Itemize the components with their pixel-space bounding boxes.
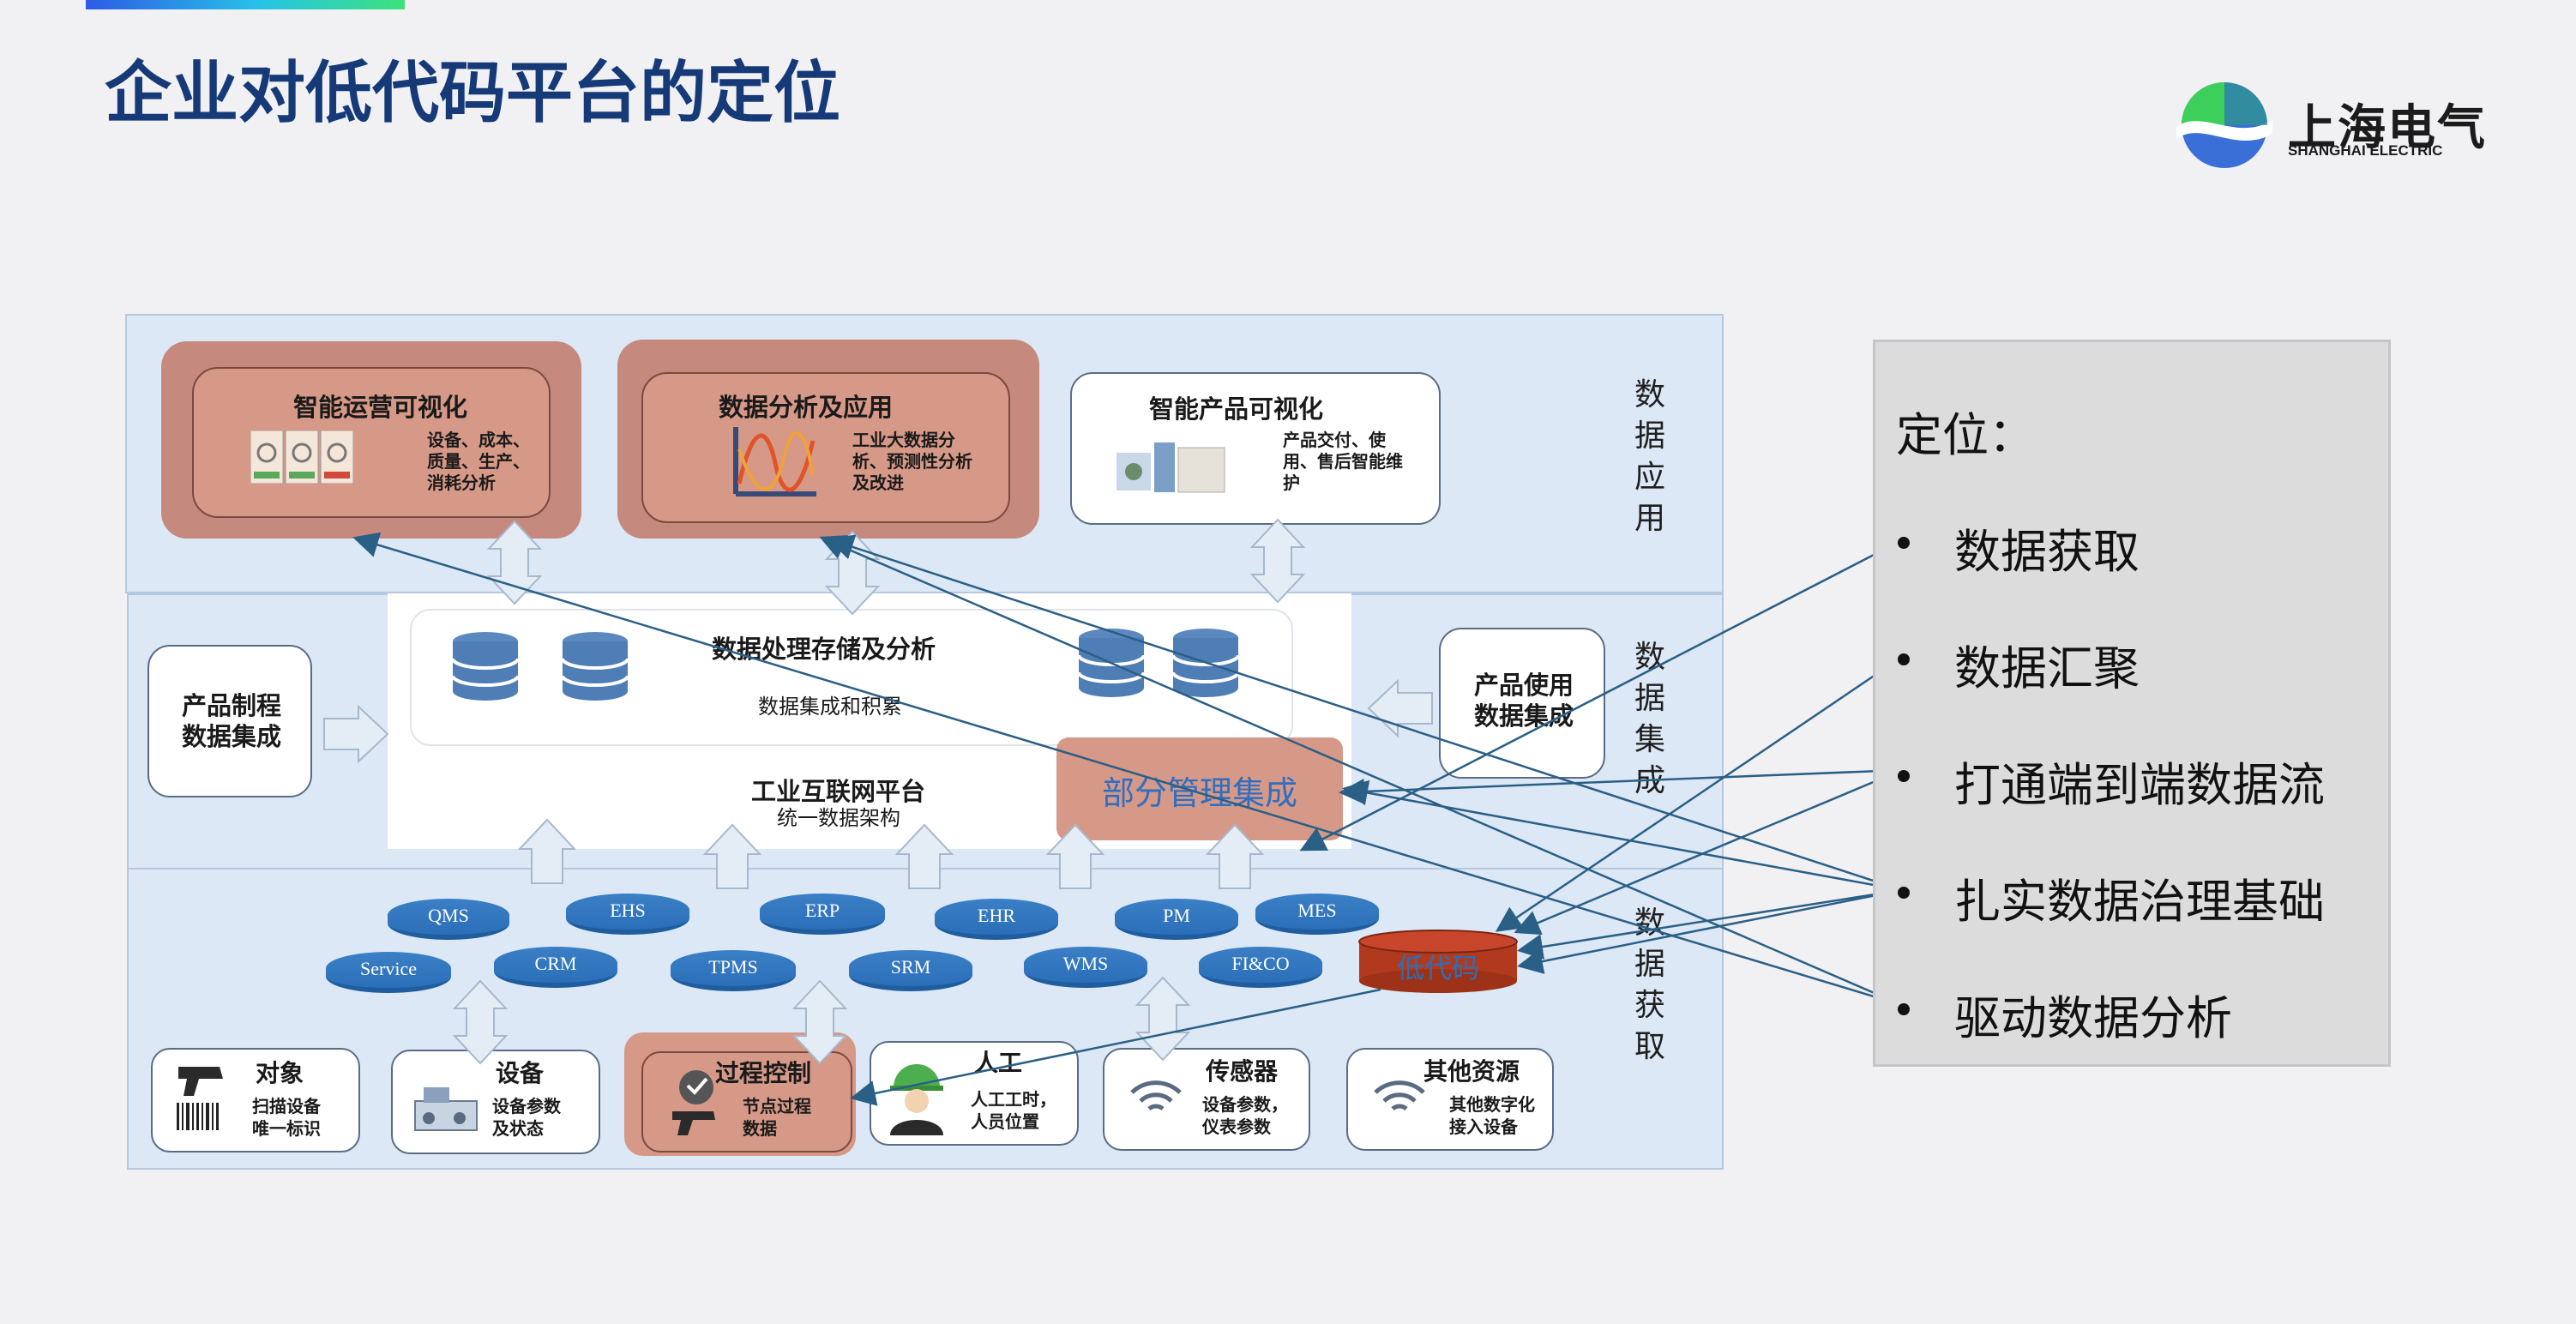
- layer-label-integration: 数据集成: [1634, 640, 1665, 797]
- system-erp: ERP: [760, 894, 885, 935]
- database-icon: [451, 632, 520, 701]
- database-icon: [1077, 629, 1146, 697]
- app-analysis-title: 数据分析及应用: [719, 394, 894, 422]
- source-equipment-desc-1: 设备参数: [492, 1098, 561, 1116]
- barcode-icon: [177, 1103, 219, 1130]
- source-process-control: [641, 1051, 852, 1152]
- system-ehs: EHS: [566, 894, 689, 935]
- bullet-icon: [1898, 887, 1910, 899]
- bullet-icon: [1898, 653, 1910, 665]
- source-process-control-desc-2: 数据: [743, 1120, 777, 1139]
- source-other-desc-1: 其他数字化: [1449, 1096, 1535, 1115]
- app-ops-desc: 设备、成本、质量、生产、消耗分析: [427, 431, 530, 493]
- source-sensor-desc-1: 设备参数，: [1202, 1096, 1288, 1115]
- source-other-desc-2: 接入设备: [1449, 1118, 1518, 1137]
- logo-icon: [2176, 82, 2272, 168]
- source-sensor-desc-2: 仪表参数: [1202, 1118, 1271, 1137]
- source-equipment-title: 设备: [496, 1061, 545, 1087]
- system-tpms: TPMS: [671, 950, 796, 991]
- accent-bar: [86, 0, 405, 9]
- iiot-platform-subtitle: 统一数据架构: [777, 808, 900, 830]
- product-photo-icon: [1116, 442, 1225, 493]
- source-object-desc-2: 唯一标识: [252, 1120, 321, 1139]
- partial-management-label: 部分管理集成: [1101, 776, 1297, 812]
- database-icon: [561, 632, 629, 701]
- system-mes: MES: [1255, 894, 1379, 935]
- app-ops-visualization: 智能运营可视化 设备、成本、质量、生产、消耗分析: [161, 341, 581, 539]
- brand-logo: 上海电气 SHANGHAI ELECTRIC: [2176, 82, 2485, 168]
- bullet-icon: [1898, 537, 1910, 549]
- storage-title: 数据处理存储及分析: [712, 636, 936, 664]
- chart-wave-icon: [733, 427, 816, 496]
- side-box-usage-label: 产品使用数据集成: [1473, 672, 1574, 731]
- app-product-title: 智能产品可视化: [1149, 396, 1324, 424]
- layer-label-acquisition: 数据获取: [1634, 906, 1665, 1063]
- system-service: Service: [326, 952, 451, 993]
- storage-subtitle: 数据集成和积累: [758, 696, 902, 719]
- worker-icon: [890, 1064, 943, 1135]
- machine-icon: [414, 1087, 478, 1131]
- side-box-process-label: 产品制程数据集成: [181, 693, 281, 751]
- positioning-item-4: 扎实数据治理基础: [1954, 876, 2325, 928]
- positioning-item-2: 数据汇聚: [1954, 643, 2140, 695]
- source-manual-desc-1: 人工工时，: [971, 1091, 1056, 1110]
- source-equipment-desc-2: 及状态: [492, 1120, 544, 1139]
- system-pm: PM: [1115, 899, 1238, 940]
- layer-label-application: 数据应用: [1634, 377, 1665, 535]
- positioning-panel: 定位： 数据获取 数据汇聚 打通端到端数据流 扎实数据治理基础 驱动数据分析: [1873, 340, 2391, 1067]
- source-object-desc-1: 扫描设备: [252, 1098, 321, 1116]
- system-crm: CRM: [494, 947, 617, 988]
- app-product-visualization: 智能产品可视化 产品交付、使用、售后智能维护: [1070, 372, 1441, 525]
- source-manual-desc-2: 人员位置: [971, 1113, 1039, 1132]
- source-object-title: 对象: [256, 1061, 304, 1087]
- app-analysis-desc: 工业大数据分析、预测性分析及改进: [852, 431, 972, 493]
- bullet-icon: [1898, 1003, 1910, 1015]
- database-icon: [1171, 629, 1240, 697]
- app-data-analysis: 数据分析及应用 工业大数据分析、预测性分析及改进: [617, 340, 1039, 539]
- scanner-icon: [178, 1067, 223, 1096]
- source-sensor-title: 传感器: [1206, 1059, 1279, 1086]
- source-other: [1346, 1048, 1554, 1151]
- process-control-icon: [672, 1070, 715, 1135]
- system-srm: SRM: [849, 950, 972, 991]
- positioning-item-3: 打通端到端数据流: [1954, 760, 2325, 811]
- system-wms: WMS: [1024, 947, 1147, 988]
- source-process-control-title: 过程控制: [715, 1061, 812, 1087]
- wifi-icon: [1130, 1080, 1182, 1111]
- source-process-control-desc-1: 节点过程: [743, 1098, 811, 1116]
- system-fico: FI&CO: [1199, 947, 1322, 988]
- wifi-icon: [1374, 1080, 1425, 1111]
- side-box-process: 产品制程数据集成: [147, 645, 312, 797]
- page-title: 企业对低代码平台的定位: [105, 55, 841, 130]
- logo-text-cn: 上海电气: [2288, 100, 2487, 154]
- bullet-icon: [1898, 770, 1910, 782]
- app-product-desc: 产品交付、使用、售后智能维护: [1283, 431, 1403, 493]
- positioning-item-5: 驱动数据分析: [1954, 993, 2232, 1044]
- positioning-item-1: 数据获取: [1954, 527, 2140, 578]
- dashboard-thumbnail-icon: [250, 430, 353, 484]
- positioning-title: 定位：: [1896, 410, 2035, 461]
- source-other-title: 其他资源: [1423, 1059, 1520, 1086]
- source-manual-title: 人工: [974, 1050, 1023, 1077]
- low-code-label: 低代码: [1396, 953, 1479, 984]
- source-object: [151, 1048, 360, 1152]
- side-box-usage: 产品使用数据集成: [1439, 628, 1605, 779]
- system-qms: QMS: [388, 899, 509, 940]
- app-ops-title: 智能运营可视化: [293, 394, 468, 422]
- system-ehr: EHR: [935, 899, 1058, 940]
- logo-text-en: SHANGHAI ELECTRIC: [2288, 142, 2443, 159]
